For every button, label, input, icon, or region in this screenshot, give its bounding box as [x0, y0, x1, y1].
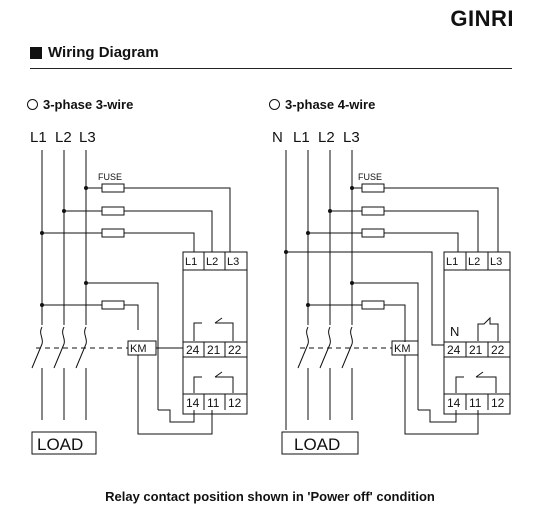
phase-label: L2	[55, 129, 72, 146]
radio-circle-icon	[27, 99, 38, 110]
contactor-label: KM	[130, 343, 147, 355]
load-box	[281, 431, 359, 455]
diagram-4-wire	[281, 150, 511, 455]
phase-label: L2	[318, 129, 335, 146]
relay-terminal-label: 11	[469, 396, 482, 410]
relay-body	[443, 251, 511, 415]
relay-terminal-label: 24	[447, 343, 461, 357]
relay-terminal-label: 12	[491, 396, 505, 410]
relay-terminal-label: 11	[207, 396, 220, 410]
heading-square-icon	[30, 46, 42, 59]
fuse-label: FUSE	[98, 172, 122, 182]
variant-3-wire-label: 3-phase 3-wire	[43, 97, 134, 112]
relay-terminal-label: L2	[206, 256, 218, 268]
relay-terminal-label: 21	[469, 343, 483, 357]
section-title: Wiring Diagram	[48, 44, 159, 61]
heading-divider	[30, 68, 512, 69]
relay-terminal-label: L3	[490, 256, 502, 268]
diagram-caption: Relay contact position shown in 'Power o…	[105, 489, 435, 504]
section-heading: Wiring Diagram	[30, 44, 159, 61]
relay-terminal-label: L1	[185, 256, 197, 268]
phase-label: L3	[79, 129, 96, 146]
fuse-symbol	[361, 183, 385, 193]
variant-4-wire: 3-phase 4-wire	[269, 97, 375, 112]
variant-4-wire-label: 3-phase 4-wire	[285, 97, 376, 112]
relay-terminal-label: 24	[186, 343, 200, 357]
brand-logo: GINRI	[450, 6, 514, 31]
fuse-symbol	[361, 300, 385, 310]
relay-terminal-label: 14	[186, 396, 200, 410]
neutral-mark: N	[450, 324, 459, 339]
phase-label: L1	[30, 129, 47, 146]
diagram-3-wire	[31, 150, 248, 455]
relay-terminal-label: L2	[468, 256, 480, 268]
load-label: LOAD	[294, 435, 340, 454]
relay-terminal-label: L3	[227, 256, 239, 268]
relay-terminal-label: 14	[447, 396, 461, 410]
fuse-symbol	[101, 300, 125, 310]
junction-dots	[40, 186, 354, 307]
relay-terminal-label: 22	[491, 343, 505, 357]
relay-body	[182, 251, 248, 415]
radio-circle-icon	[269, 99, 280, 110]
fuse-label: FUSE	[358, 172, 382, 182]
fuse-symbol	[101, 206, 125, 216]
phase-label: L1	[293, 129, 310, 146]
fuse-symbol	[101, 228, 125, 238]
contactor-label: KM	[394, 343, 411, 355]
load-label: LOAD	[37, 435, 83, 454]
fuse-symbol	[361, 228, 385, 238]
phase-label: L3	[343, 129, 360, 146]
relay-terminal-label: 22	[228, 343, 242, 357]
fuse-symbol	[101, 183, 125, 193]
relay-terminal-label: L1	[446, 256, 458, 268]
variant-3-wire: 3-phase 3-wire	[27, 97, 133, 112]
relay-terminal-label: 12	[228, 396, 242, 410]
phase-label: N	[272, 129, 283, 146]
load-box	[31, 431, 97, 455]
relay-terminal-label: 21	[207, 343, 221, 357]
fuse-symbol	[361, 206, 385, 216]
